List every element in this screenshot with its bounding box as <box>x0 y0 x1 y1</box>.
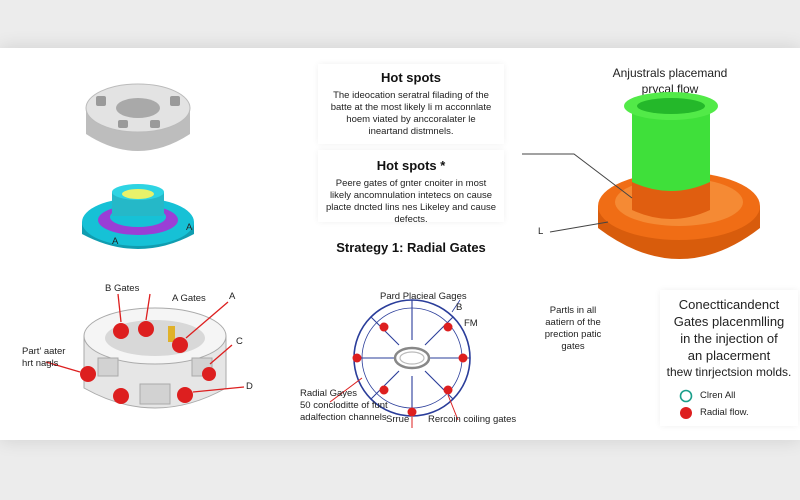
label-l: L <box>538 226 544 237</box>
parts-note-line4: gates <box>561 341 585 352</box>
radial-cooling-label: Rercoin coiling gates <box>428 414 517 425</box>
label-a1: A <box>112 236 119 247</box>
label-a2: A <box>186 222 193 233</box>
parts-note-line2: aatiern of the <box>545 317 601 328</box>
connect-note-line5: thew tinrjectsion molds. <box>666 365 792 379</box>
radial-left-line2: 50 concloditte of funt <box>300 400 388 411</box>
label-part-line2: hrt nagls <box>22 358 59 369</box>
connect-note-line2: Gates placenmlling <box>673 314 785 329</box>
connect-note-line1: Conectticandenct <box>678 297 780 312</box>
label-part-line1: Part’ aater <box>22 346 66 357</box>
legend-item2: Radial flow. <box>700 407 749 418</box>
connect-note-line3: in the injection of <box>680 331 778 346</box>
hotspots-body-2: Peere gates of gnter cnoiter in most lik… <box>325 178 497 225</box>
legend-item1: Clren All <box>700 390 736 401</box>
gray-mold-ring <box>85 83 191 151</box>
strategy-heading: Strategy 1: Radial Gates <box>336 240 486 255</box>
hotspots-heading-2: Hot spots * <box>376 158 446 173</box>
parts-note-line3: prection patic <box>544 329 602 340</box>
label-a3: A <box>229 291 236 302</box>
radial-fm-label: FM <box>464 318 478 329</box>
right-title-line2: prycal flow <box>641 82 699 96</box>
hotspots-card-2 <box>318 150 504 222</box>
radial-left-line1: Radial Gayes <box>300 388 358 399</box>
hotspots-body-1: The ideocation seratral filading of the … <box>330 90 492 137</box>
parts-note-line1: Partls in all <box>549 305 597 316</box>
hotspots-heading-1: Hot spots <box>381 70 441 85</box>
radial-left-line3: adalfection channels <box>300 412 387 423</box>
label-d: D <box>246 381 253 392</box>
radial-top-label: Pard Placieal Gages <box>380 291 467 302</box>
radial-sprue-label: Srrue <box>386 414 410 425</box>
hotspots-card-1 <box>318 64 504 144</box>
label-b-gates: B Gates <box>105 283 140 294</box>
teal-mold-part <box>82 184 194 249</box>
label-c: C <box>236 336 243 347</box>
radial-b-label: B <box>456 302 463 313</box>
connect-note-card <box>660 290 798 426</box>
connect-note-line4: an placerment <box>687 348 771 363</box>
label-a-gates: A Gates <box>172 293 206 304</box>
right-title-line1: Anjustrals placemand <box>612 66 728 80</box>
